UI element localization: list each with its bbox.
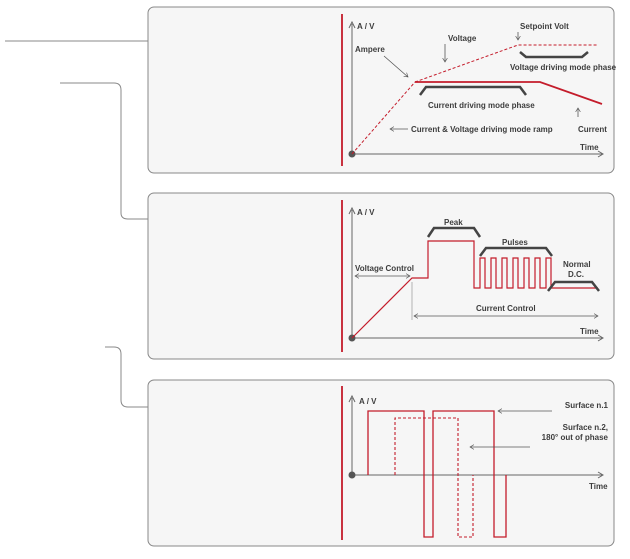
dc-label: D.C. — [568, 270, 584, 279]
current-phase-label: Current driving mode phase — [428, 101, 535, 110]
normal-label: Normal — [563, 260, 591, 269]
panel-3: A / V Time Surface n.1 Surface n.2, 180°… — [147, 379, 615, 547]
current-solid-curve — [415, 81, 603, 105]
panel-3-origin-dot — [348, 471, 356, 479]
setpoint-label: Setpoint Volt — [520, 22, 569, 31]
pulses-label: Pulses — [502, 238, 528, 247]
ramp-label: Current & Voltage driving mode ramp — [411, 125, 553, 134]
panel-1-axis-label: A / V — [357, 22, 375, 31]
ampere-arrow — [383, 55, 408, 77]
panel-3-time-label: Time — [589, 482, 608, 491]
surface-2-waveform — [394, 417, 474, 538]
peak-bracket — [426, 226, 482, 238]
connector-lines — [5, 40, 148, 408]
ramp-dashed-curve — [351, 81, 416, 155]
surface-2-label-line-2: 180° out of phase — [542, 433, 609, 442]
surface-1-label: Surface n.1 — [565, 401, 609, 410]
surface-2-label-line-1: Surface n.2, — [563, 423, 608, 432]
panel-3-box — [147, 379, 615, 547]
voltage-label: Voltage — [448, 34, 477, 43]
ampere-label: Ampere — [355, 45, 385, 54]
connector-3 — [105, 346, 148, 408]
panel-2: A / V Time Peak Pulses Normal D.C. Volta… — [147, 192, 615, 360]
surface-1-waveform — [367, 410, 507, 538]
panel-2-axis-label: A / V — [357, 208, 375, 217]
voltage-dashed-curve — [414, 44, 598, 83]
panel-2-time-label: Time — [580, 327, 599, 336]
current-control-waveform — [351, 240, 598, 339]
voltage-control-label: Voltage Control — [355, 264, 414, 273]
current-control-label: Current Control — [476, 304, 536, 313]
panel-1: A / V Time Ampere Voltage Setpoint Volt … — [147, 6, 617, 174]
panel-1-box — [147, 6, 615, 174]
panel-1-time-label: Time — [580, 143, 599, 152]
panel-3-axis-label: A / V — [359, 397, 377, 406]
normal-dc-bracket — [547, 280, 600, 292]
current-label: Current — [578, 125, 607, 134]
peak-label: Peak — [444, 218, 463, 227]
connector-2 — [60, 82, 148, 220]
voltage-phase-bracket — [519, 51, 589, 59]
pulses-bracket — [479, 246, 553, 257]
voltage-phase-label: Voltage driving mode phase — [510, 63, 617, 72]
current-phase-bracket — [419, 85, 527, 96]
